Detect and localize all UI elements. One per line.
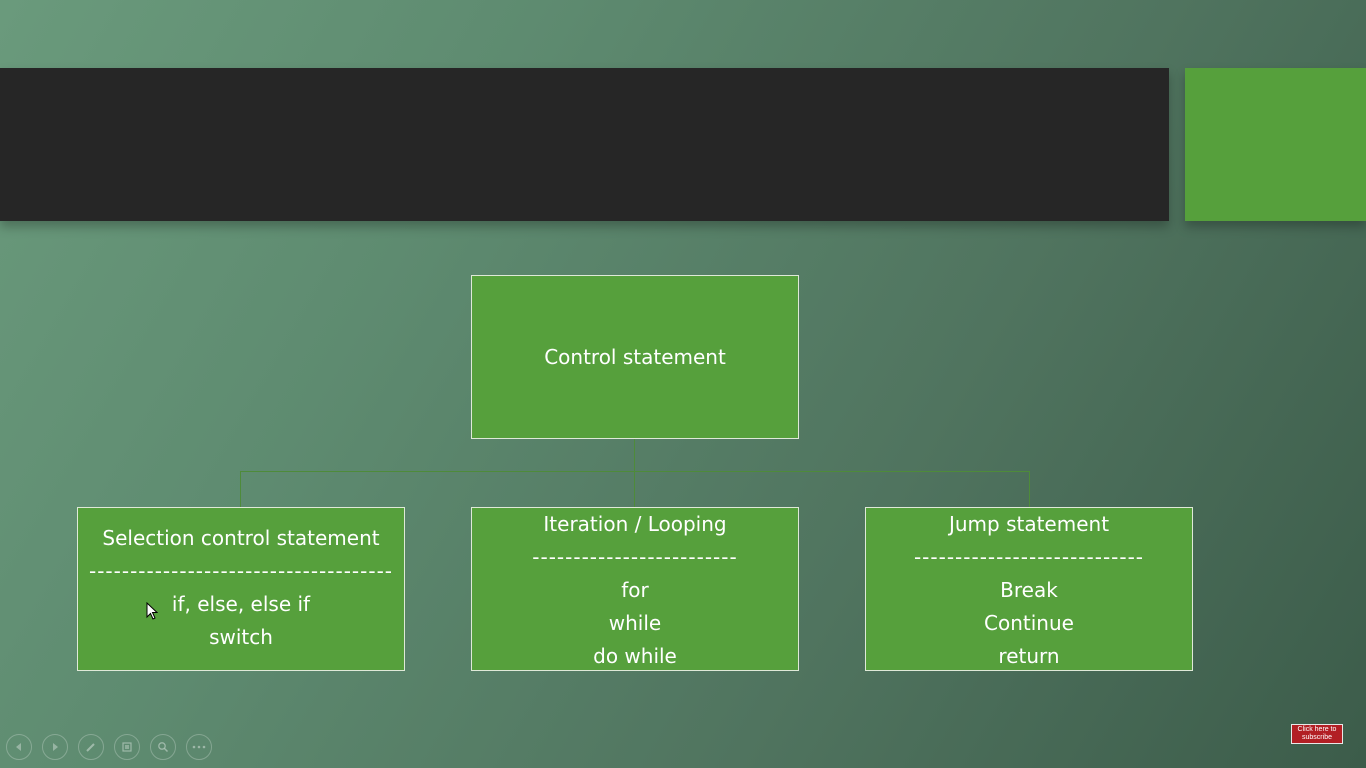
- previous-icon[interactable]: [6, 734, 32, 760]
- next-icon[interactable]: [42, 734, 68, 760]
- child-node-item: for: [621, 578, 649, 602]
- pen-icon[interactable]: [78, 734, 104, 760]
- child-node-item: if, else, else if: [171, 592, 311, 616]
- child-node-item: Continue: [984, 611, 1074, 635]
- accent-block: [1185, 68, 1366, 221]
- child-node-item: Break: [1000, 578, 1058, 602]
- child-node-iteration: Iteration / Looping --------------------…: [471, 507, 799, 671]
- subscribe-button[interactable]: Click here to subscribe: [1291, 724, 1343, 744]
- child-node-separator: -------------------------------------: [88, 559, 394, 583]
- subscribe-line1: Click here to: [1297, 726, 1337, 733]
- child-node-jump: Jump statement -------------------------…: [865, 507, 1193, 671]
- mouse-cursor-icon: [146, 602, 158, 620]
- zoom-icon[interactable]: [150, 734, 176, 760]
- child-node-item: return: [998, 644, 1060, 668]
- child-node-item: do while: [593, 644, 677, 668]
- slideshow-toolbar: [6, 734, 212, 762]
- connector-horizontal: [240, 471, 1030, 472]
- connector-vertical-right: [1029, 471, 1030, 507]
- connector-vertical-root: [634, 439, 635, 507]
- more-icon[interactable]: [186, 734, 212, 760]
- child-node-separator: ----------------------------: [913, 545, 1145, 569]
- child-node-separator: -------------------------: [532, 545, 738, 569]
- slides-icon[interactable]: [114, 734, 140, 760]
- child-node-title: Jump statement: [948, 512, 1110, 536]
- child-node-selection: Selection control statement ------------…: [77, 507, 405, 671]
- child-node-title: Selection control statement: [102, 526, 380, 550]
- root-node-label: Control statement: [544, 344, 726, 369]
- connector-vertical-left: [240, 471, 241, 507]
- child-node-item: while: [608, 611, 662, 635]
- root-node: Control statement: [471, 275, 799, 439]
- subscribe-line2: subscribe: [1302, 734, 1332, 741]
- title-bar: [0, 68, 1169, 221]
- child-node-title: Iteration / Looping: [543, 512, 727, 536]
- child-node-item: switch: [209, 625, 273, 649]
